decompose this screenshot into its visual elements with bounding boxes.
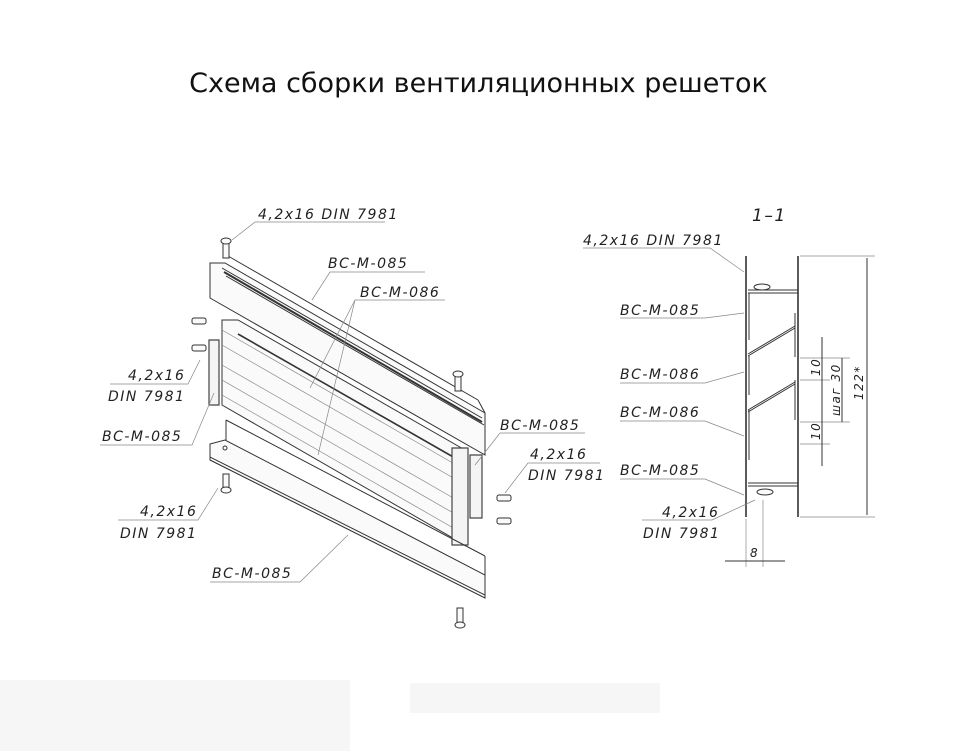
section-label-top-screw: 4,2x16 DIN 7981: [583, 233, 724, 249]
dim-height: 122*: [852, 365, 866, 400]
label-right-screw-size: 4,2x16: [530, 447, 587, 463]
section-label-bottom-screw-size: 4,2x16: [662, 505, 719, 521]
background-patch: [410, 683, 660, 713]
right-side-part: [451, 447, 483, 546]
screw-top-right: [452, 370, 464, 392]
dim-pitch: шаг 30: [829, 363, 843, 416]
isometric-view: 4,2x16 DIN 7981 ВС-М-085 ВС-М-086 4,2x16…: [100, 207, 605, 629]
section-view: 1–1: [583, 206, 875, 567]
label-bottom-screw-std: DIN 7981: [120, 526, 197, 542]
label-right-side: ВС-М-085: [500, 418, 580, 434]
background-patch: [0, 680, 350, 751]
screws-left: [191, 317, 207, 352]
leader-lines: [100, 221, 600, 583]
dim-gap-top: 10: [809, 358, 823, 376]
left-side-part: [208, 339, 220, 406]
top-rail: [209, 255, 486, 456]
label-top-rail: ВС-М-085: [328, 256, 408, 272]
section-label-bottom-screw-std: DIN 7981: [643, 526, 720, 542]
screw-top-left: [220, 237, 232, 259]
dim-gap-bottom: 10: [809, 422, 823, 440]
section-label-louver-1: ВС-М-086: [620, 367, 700, 383]
label-right-screw-std: DIN 7981: [528, 468, 605, 484]
label-left-screw-std: DIN 7981: [108, 389, 185, 405]
screw-bottom-left: [220, 473, 232, 494]
section-label-bottom-rail: ВС-М-085: [620, 463, 700, 479]
dim-width: 8: [750, 546, 759, 560]
label-left-screw-size: 4,2x16: [128, 368, 185, 384]
section-label-louver-2: ВС-М-086: [620, 405, 700, 421]
label-left-side: ВС-М-085: [102, 429, 182, 445]
section-title: 1–1: [752, 206, 787, 226]
label-louver: ВС-М-086: [360, 285, 440, 301]
bottom-rail: [209, 419, 486, 599]
screw-bottom-right: [454, 607, 466, 629]
label-bottom-rail: ВС-М-085: [212, 566, 292, 582]
label-top-screw: 4,2x16 DIN 7981: [258, 207, 399, 223]
label-bottom-screw-size: 4,2x16: [140, 504, 197, 520]
page-title: Схема сборки вентиляционных решеток: [189, 68, 768, 99]
screws-right: [496, 494, 512, 525]
section-label-top-rail: ВС-М-085: [620, 303, 700, 319]
